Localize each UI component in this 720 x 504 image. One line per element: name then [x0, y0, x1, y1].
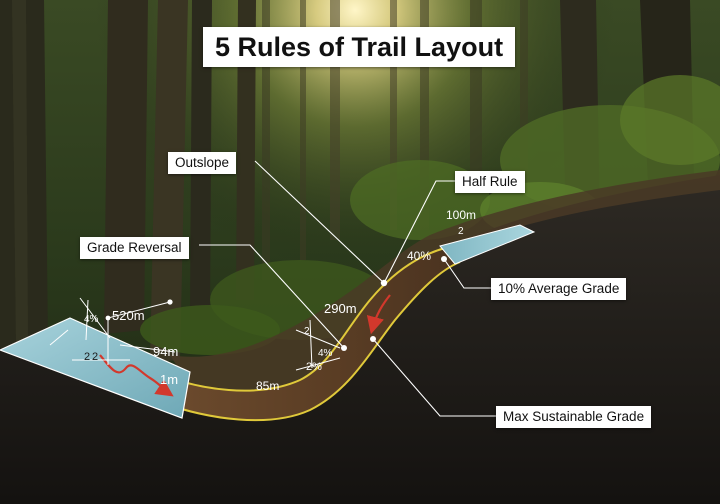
- flow-arrow-left: [99, 354, 174, 397]
- callout-grade-reversal: Grade Reversal: [80, 237, 189, 259]
- marker-94m: 94m: [153, 344, 178, 359]
- marker-small-3: 4%: [318, 348, 333, 359]
- trail-edge-upper: [149, 247, 446, 392]
- callout-outslope: Outslope: [168, 152, 237, 174]
- marker-520m: 520m: [112, 308, 145, 323]
- marker-40pct: 40%: [407, 249, 431, 263]
- drainage-panel-right: [439, 224, 536, 265]
- marker-small-5: 2: [458, 226, 464, 237]
- callout-average-grade: 10% Average Grade: [491, 278, 627, 300]
- measure-lines-left: [49, 297, 176, 365]
- callout-max-grade: Max Sustainable Grade: [496, 406, 652, 428]
- page-title: 5 Rules of Trail Layout: [203, 27, 516, 67]
- marker-2pct: 2%: [306, 361, 322, 373]
- hillside-slope: [170, 170, 720, 405]
- marker-small-1: 4%: [84, 314, 99, 325]
- marker-100m: 100m: [446, 208, 476, 222]
- marker-small-4: 2: [304, 326, 310, 337]
- drainage-panel-left: [0, 317, 191, 419]
- measure-lines-center: [295, 319, 341, 371]
- callout-half-rule: Half Rule: [455, 171, 525, 193]
- flow-arrow-center: [366, 294, 391, 335]
- marker-85m: 85m: [256, 379, 279, 393]
- marker-small-2: 2: [84, 351, 90, 363]
- marker-small-6: 2: [92, 351, 98, 363]
- callout-leaders: [199, 160, 496, 417]
- trail-edge-lower: [159, 261, 461, 422]
- marker-1m: 1m: [160, 372, 178, 387]
- marker-290m: 290m: [324, 301, 357, 316]
- trail-tread: [150, 248, 460, 421]
